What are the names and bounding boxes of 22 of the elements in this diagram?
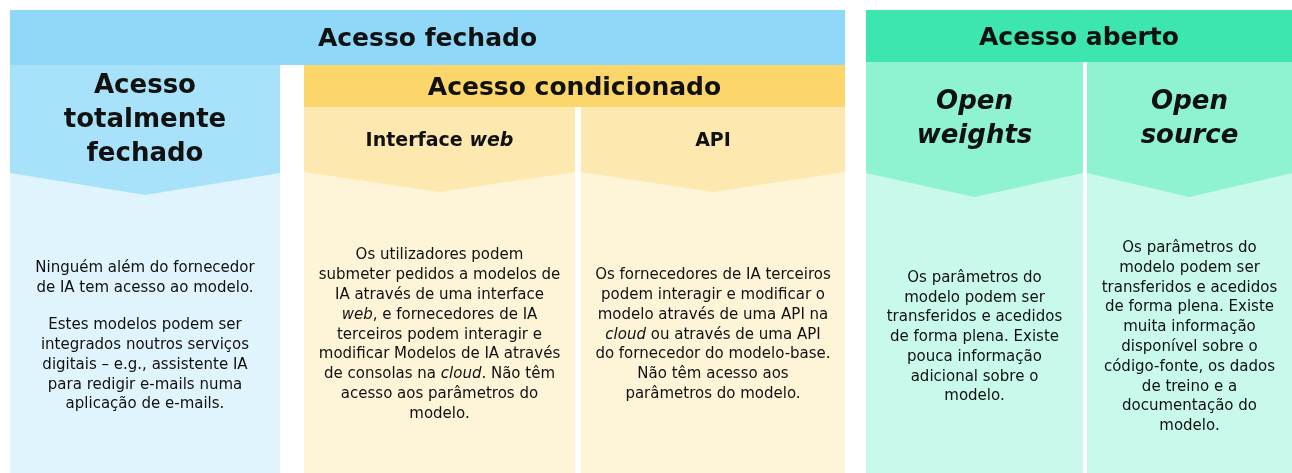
header-band	[304, 65, 845, 107]
column-heading: API	[694, 127, 732, 152]
column-panel	[304, 107, 575, 473]
description-text: Os parâmetros do modelo podem ser transferidos e acedidos de forma plena. Existe muita informação disponível sobre o código-fonte, os dados de treino e a documentação do modelo.	[1101, 238, 1278, 436]
description-text: Ninguém além do fornecedor de IA tem acesso ao modelo.	[34, 257, 256, 298]
description-text: Os utilizadores podem submeter pedidos a modelos de IA através de uma interface web, e fornecedores de IA terceiros podem interagir e modificar Modelos de IA através de consolas na cloud. Não têm acesso aos parâmetros do modelo.	[318, 245, 561, 424]
band-title: Acesso condicionado	[427, 71, 722, 101]
column-panel	[10, 65, 280, 473]
description-text: Estes modelos podem ser integrados noutros serviços digitais – e.g., assistente IA para redigir e-mails numa aplicação de e-mails.	[39, 315, 251, 415]
description-text: Os parâmetros do modelo podem ser transferidos e acedidos de forma plena. Existe pouca informação adicional sobre o modelo.	[885, 267, 1064, 407]
column-heading: Interface web	[364, 127, 515, 152]
column-heading: Open source	[1139, 83, 1240, 151]
column-heading: Acesso totalmente fechado	[62, 68, 228, 169]
header-band	[10, 10, 845, 65]
column-panel	[581, 107, 845, 473]
column-panel	[1087, 62, 1292, 473]
band-title: Acesso fechado	[317, 23, 538, 52]
header-band	[866, 10, 1292, 62]
column-heading: Open weights	[915, 83, 1034, 151]
column-panel	[866, 62, 1083, 473]
band-title: Acesso aberto	[979, 21, 1179, 51]
description-text: Os fornecedores de IA terceiros podem interagir e modificar o modelo através de uma API na cloud ou através de uma API do fornecedor do modelo-base. Não têm acesso aos parâmetros do modelo.	[595, 265, 831, 404]
